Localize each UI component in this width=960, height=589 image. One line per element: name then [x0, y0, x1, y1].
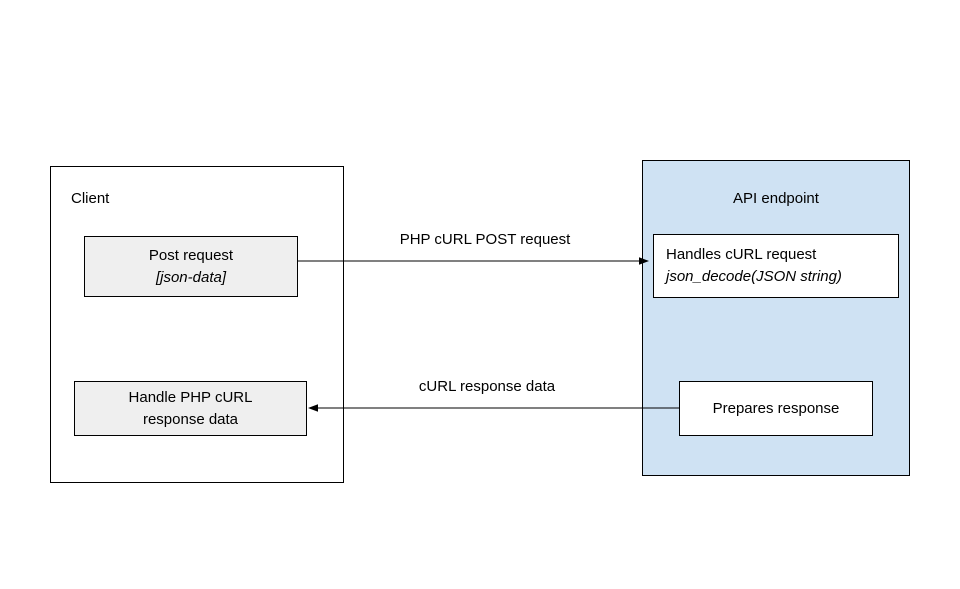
post-request-json-data-label: [json-data] [155, 268, 227, 286]
response-arrow-label: cURL response data [418, 378, 556, 395]
request-arrow-label: PHP cURL POST request [399, 231, 571, 248]
api-endpoint-title: API endpoint [733, 190, 819, 207]
prepares-response-node: Prepares response [679, 381, 873, 436]
response-arrow [308, 404, 679, 412]
handles-request-node: Handles cURL request json_decode(JSON st… [653, 234, 899, 298]
request-arrow [298, 257, 649, 265]
prepares-response-label: Prepares response [712, 399, 840, 417]
handles-request-label: Handles cURL request [666, 246, 817, 263]
handle-response-label-line2: response data [142, 410, 239, 428]
post-request-label: Post request [148, 246, 234, 264]
json-decode-label: json_decode(JSON string) [666, 268, 842, 285]
handle-response-node: Handle PHP cURL response data [74, 381, 307, 436]
client-title: Client [71, 190, 110, 207]
handle-response-label-line1: Handle PHP cURL [128, 388, 253, 406]
post-request-node: Post request [json-data] [84, 236, 298, 297]
